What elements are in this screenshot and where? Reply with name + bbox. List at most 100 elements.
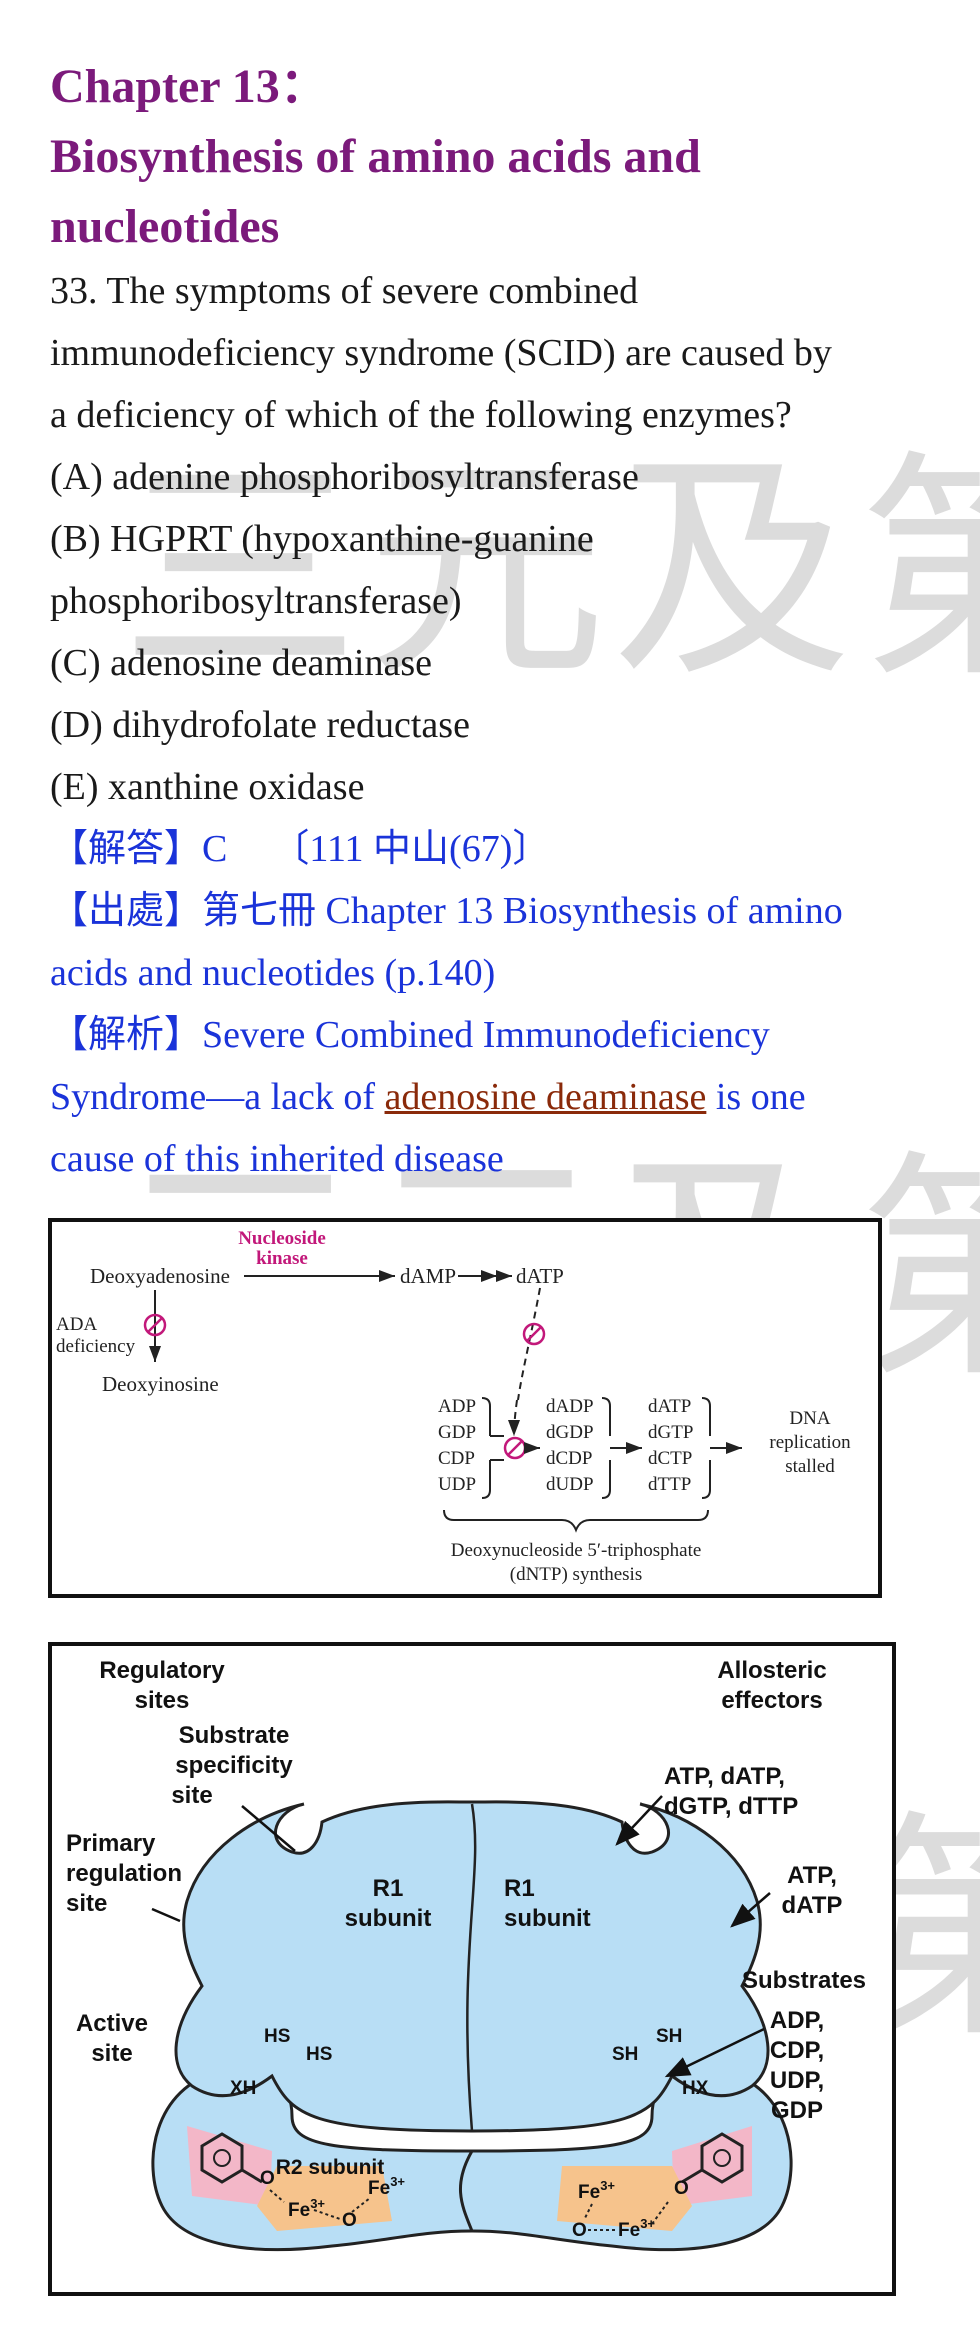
ribonucleotide-reductase-figure: Regulatory sites Allosteric effectors Su… <box>48 1642 896 2296</box>
dna-stalled-label: DNA <box>789 1408 830 1429</box>
title-line: Biosynthesis of amino acids and <box>50 130 701 183</box>
thiol-label: SH <box>612 2044 638 2065</box>
bracket <box>701 1397 711 1499</box>
fe-label: Fe <box>288 2200 310 2221</box>
deoxyadenosine-label: Deoxyadenosine <box>90 1264 230 1288</box>
analysis-line: 【解析】Severe Combined Immunodeficiency <box>50 1004 950 1066</box>
chapter-title: Chapter 13： Biosynthesis of amino acids … <box>50 52 701 262</box>
iron-label: Fe3+ <box>578 2178 615 2203</box>
nucleoside-kinase-label: Nucleoside <box>238 1228 326 1249</box>
effector-arrow <box>730 1892 771 1928</box>
ada-pathway-figure: Nucleoside kinase Deoxyadenosine dAMP dA… <box>48 1218 882 1598</box>
question-text: a deficiency of which of the following e… <box>50 394 792 436</box>
r1-divider <box>466 1803 477 2132</box>
primary-regulation-label: site <box>66 1890 107 1917</box>
answer-source: 〔111 中山(67)〕 <box>271 828 551 870</box>
reference-line-2: acids and nucleotides (p.140) <box>50 952 496 994</box>
analysis-line-2: Syndrome—a lack of adenosine deaminase i… <box>50 1066 950 1128</box>
fe-superscript: 3+ <box>640 2216 655 2231</box>
hx-label: HX <box>682 2078 709 2099</box>
option-e: (E) xanthine oxidase <box>50 766 365 808</box>
ada-label: ADA <box>56 1314 97 1335</box>
ndp-label: CDP <box>438 1448 475 1469</box>
bond <box>241 2168 263 2184</box>
iron-label: Fe3+ <box>618 2216 655 2241</box>
inhibition-icon <box>143 1313 167 1337</box>
tyrosine-ring-icon <box>713 2149 731 2167</box>
ndp-label: ADP <box>438 1396 476 1417</box>
fe-superscript: 3+ <box>390 2174 405 2189</box>
thiol-label: HS <box>306 2044 332 2065</box>
oxygen-label: O <box>674 2178 689 2199</box>
bond <box>269 2189 669 2231</box>
pointer-line <box>151 1907 181 1923</box>
tyrosyl-region <box>672 2126 752 2206</box>
allosteric-effectors-label: effectors <box>721 1687 822 1714</box>
primary-regulation-label: Primary <box>66 1830 156 1857</box>
r1-subunit-shape <box>174 1800 770 2133</box>
bracket <box>601 1397 611 1499</box>
feedback-arrow <box>517 1287 541 1401</box>
fe-label: Fe <box>368 2178 390 2199</box>
feedback-arrow <box>508 1399 521 1437</box>
option-c: (C) adenosine deaminase <box>50 642 432 684</box>
xh-label: XH <box>230 2078 256 2099</box>
fe-superscript: 3+ <box>310 2196 325 2211</box>
tyrosine-ring-icon <box>213 2149 231 2167</box>
dntp-synthesis-label: Deoxynucleoside 5′-triphosphate <box>451 1540 702 1561</box>
reference-text: 第七冊 Chapter 13 Biosynthesis of amino <box>202 890 843 932</box>
question-text: immunodeficiency syndrome (SCID) are cau… <box>50 332 832 374</box>
analysis-label: 【解析】 <box>50 1014 203 1056</box>
effectors-label: dGTP, dTTP <box>664 1793 798 1820</box>
r1-label: subunit <box>504 1905 591 1932</box>
active-site-label: Active <box>76 2010 148 2037</box>
ndp-label: GDP <box>438 1422 476 1443</box>
title-line: Chapter 13： <box>50 60 328 113</box>
inhibition-icon <box>522 1322 546 1346</box>
substrate-item: CDP, <box>770 2037 824 2064</box>
analysis-text: Syndrome—a lack of <box>50 1076 385 1118</box>
regulatory-sites-label: sites <box>135 1687 190 1714</box>
dndp-label: dGDP <box>546 1422 594 1443</box>
option-b-cont: phosphoribosyltransferase) <box>50 580 462 622</box>
ada-label: deficiency <box>56 1336 136 1357</box>
oxygen-label: O <box>572 2220 587 2241</box>
r1-label: R1 <box>373 1875 404 1902</box>
oxygen-label: O <box>260 2168 275 2189</box>
iron-center-region <box>557 2166 692 2231</box>
iron-center-region <box>257 2166 392 2231</box>
ndp-label: UDP <box>438 1474 476 1495</box>
adenosine-deaminase-link[interactable]: adenosine deaminase <box>384 1076 707 1118</box>
r2-subunit-label: R2 subunit <box>276 2156 385 2179</box>
fe-label: Fe <box>618 2220 640 2241</box>
substrate-item: ADP, <box>770 2007 824 2034</box>
damp-label: dAMP <box>400 1264 456 1288</box>
substrate-specificity-label: specificity <box>175 1752 293 1779</box>
reference-line: 【出處】第七冊 Chapter 13 Biosynthesis of amino <box>50 880 950 942</box>
datp-label: dATP <box>516 1264 564 1288</box>
substrate-specificity-label: site <box>171 1782 212 1809</box>
bond <box>681 2168 703 2184</box>
active-site-label: site <box>91 2040 132 2067</box>
iron-label: Fe3+ <box>288 2196 325 2221</box>
regulatory-sites-label: Regulatory <box>99 1657 225 1684</box>
ada-pathway-diagram: Nucleoside kinase Deoxyadenosine dAMP dA… <box>56 1228 851 1585</box>
question-block: 33. The symptoms of severe combined immu… <box>50 260 950 1190</box>
question-text: 33. The symptoms of severe combined <box>50 270 639 312</box>
allosteric-effectors-label: Allosteric <box>717 1657 826 1684</box>
substrates-label: Substrates <box>742 1967 866 1994</box>
option-b: (B) HGPRT (hypoxanthine-guanine <box>50 518 594 560</box>
substrate-specificity-label: Substrate <box>179 1722 290 1749</box>
r1-label: R1 <box>504 1875 535 1902</box>
deoxyinosine-label: Deoxyinosine <box>102 1372 219 1396</box>
fe-label: Fe <box>578 2182 600 2203</box>
dndp-label: dCDP <box>546 1448 592 1469</box>
dntp-label: dATP <box>648 1396 691 1417</box>
effectors-label: ATP, dATP, <box>664 1763 785 1790</box>
answer-value: C <box>202 828 228 870</box>
brace <box>443 1509 709 1533</box>
reference-label: 【出處】 <box>50 890 203 932</box>
effector-arrow <box>615 1795 663 1846</box>
dntp-label: dGTP <box>648 1422 693 1443</box>
